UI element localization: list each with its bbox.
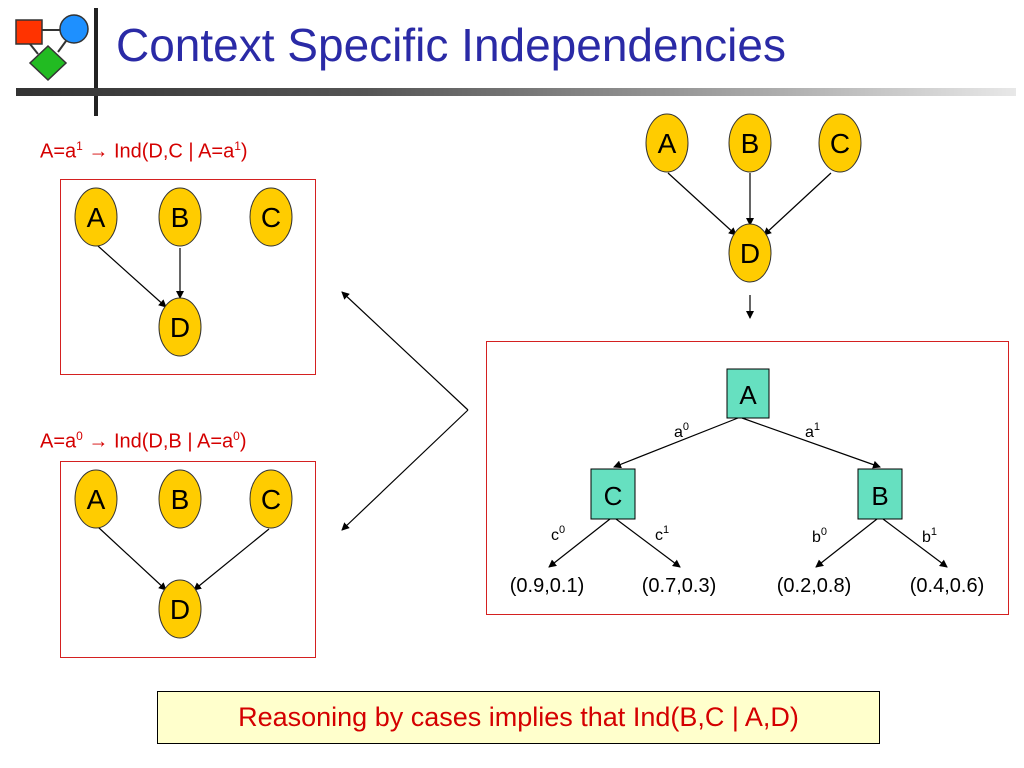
edge-a-d (97, 526, 167, 591)
edge-a1 (741, 417, 881, 469)
red-square-icon (15, 19, 43, 45)
node-a (74, 187, 118, 247)
node-d (158, 297, 202, 357)
leaf-label: (0.7,0.3) (642, 575, 716, 597)
rule-a1: A=a1 → Ind(D,C | A=a1) (40, 139, 248, 163)
edge-a0 (613, 417, 739, 469)
branch-label-c0: c0 (551, 524, 565, 544)
leaf-label: (0.2,0.8) (777, 575, 851, 597)
title-divider-vertical (94, 8, 98, 116)
edge-b1 (882, 518, 948, 568)
branch-label-b1: b1 (922, 526, 937, 546)
conclusion-box: Reasoning by cases implies that Ind(B,C … (157, 691, 880, 744)
case-bracket-arrows (341, 291, 469, 531)
rule-a0: A=a0 → Ind(D,B | A=a0) (40, 429, 247, 453)
node-d (158, 579, 202, 639)
tree-box (486, 341, 1009, 615)
node-d-label: D (170, 594, 190, 625)
full-graph: A B C D (645, 113, 862, 319)
blue-circle-icon (59, 14, 89, 44)
branch-label-c1: c1 (655, 524, 669, 544)
tree-node-a (726, 368, 770, 419)
edge-b0 (815, 518, 878, 568)
node-b-label: B (171, 484, 190, 515)
branch-label-a1: a1 (805, 421, 820, 441)
arrow-to-a1 (341, 291, 469, 411)
node-d (728, 223, 772, 283)
node-a-label: A (87, 484, 106, 515)
graph-a1: A B C D (74, 187, 293, 357)
node-c-label: C (261, 484, 281, 515)
green-diamond-icon (28, 44, 68, 82)
edge-c-d (763, 172, 832, 236)
node-b (728, 113, 772, 173)
node-c-label: C (830, 128, 850, 159)
node-d-label: D (740, 238, 760, 269)
logo (15, 14, 89, 82)
edge-a-d (97, 245, 167, 308)
edge-a-d (667, 172, 737, 236)
node-d-label: D (170, 312, 190, 343)
graph-box-a1 (60, 179, 316, 375)
branch-label-b0: b0 (812, 526, 827, 546)
node-b (158, 469, 202, 529)
edge-c-d (193, 528, 270, 591)
leaf-label: (0.9,0.1) (510, 575, 584, 597)
node-c (818, 113, 862, 173)
page-title: Context Specific Independencies (116, 19, 786, 71)
node-a (74, 469, 118, 529)
node-b-label: B (171, 202, 190, 233)
node-a-label: A (87, 202, 106, 233)
node-a (645, 113, 689, 173)
tree-node-a-label: A (739, 380, 757, 410)
node-a-label: A (658, 128, 677, 159)
edge-c0 (548, 518, 611, 568)
tree-node-b-label: B (871, 481, 888, 511)
title-divider-horizontal (16, 88, 1016, 96)
tree-node-c (590, 468, 636, 520)
tree-node-c-label: C (604, 481, 623, 511)
leaf-label: (0.4,0.6) (910, 575, 984, 597)
graph-box-a0 (60, 461, 316, 658)
node-c (249, 187, 293, 247)
node-c-label: C (261, 202, 281, 233)
edge-c1 (615, 518, 681, 568)
node-c (249, 469, 293, 529)
node-b-label: B (741, 128, 760, 159)
node-b (158, 187, 202, 247)
tree-node-b (857, 468, 903, 520)
tree-cpd: A C B a0 a1 c0 c1 b0 b1 (0.9,0.1) (0.7,0… (510, 368, 984, 597)
graph-a0: A B C D (74, 469, 293, 639)
arrow-to-a0 (341, 409, 469, 531)
branch-label-a0: a0 (674, 421, 689, 441)
